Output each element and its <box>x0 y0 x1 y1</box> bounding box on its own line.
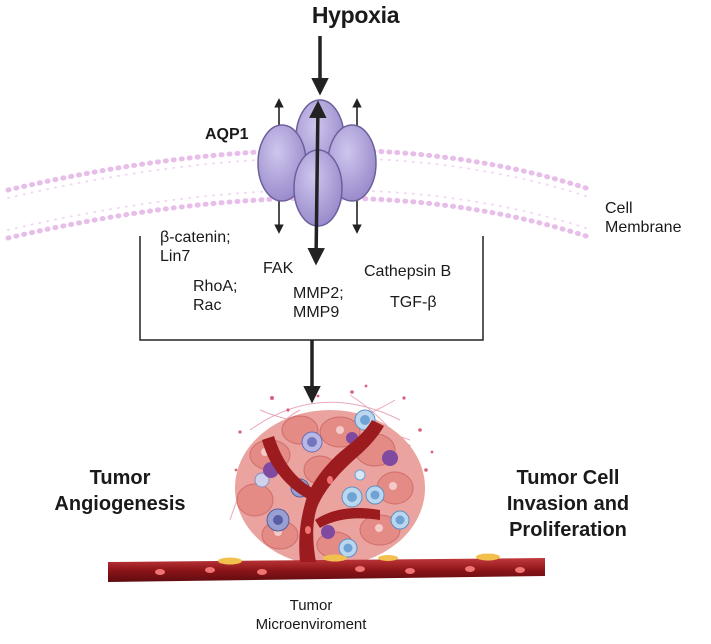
tgf-label: TGF-β <box>390 294 437 311</box>
water-flux-arrow <box>307 100 327 266</box>
rhoa-line1: RhoA; <box>193 278 238 295</box>
fak-label: FAK <box>263 260 294 277</box>
microenvironment-line1: Tumor <box>289 597 333 614</box>
rhoa-label: RhoA; Rac <box>193 277 237 315</box>
membrane-label: Cell Membrane <box>605 199 681 237</box>
angiogenesis-label: Tumor Angiogenesis <box>40 465 200 517</box>
aqp1-label: AQP1 <box>205 126 249 143</box>
bcatenin-label: β-catenin; Lin7 <box>160 228 231 266</box>
bcatenin-line1: β-catenin; <box>160 229 231 246</box>
invasion-line3: Proliferation <box>509 519 627 541</box>
invasion-line2: Invasion and <box>506 493 630 515</box>
invasion-line1: Tumor Cell <box>516 467 620 489</box>
cathepsin-label: Cathepsin B <box>364 263 452 280</box>
rhoa-line2: Rac <box>193 297 222 314</box>
angiogenesis-line1: Tumor <box>89 467 151 489</box>
bcatenin-line2: Lin7 <box>160 248 191 265</box>
mmp-line1: MMP2; <box>293 285 344 302</box>
microenvironment-line2: Microenviroment <box>255 616 367 633</box>
membrane-label-line2: Membrane <box>605 219 682 236</box>
invasion-label: Tumor Cell Invasion and Proliferation <box>488 465 648 543</box>
blood-vessel-icon <box>108 420 545 582</box>
hypoxia-title: Hypoxia <box>311 2 400 28</box>
microenvironment-label: Tumor Microenviroment <box>226 596 396 634</box>
angiogenesis-line2: Angiogenesis <box>54 493 186 515</box>
membrane-label-line1: Cell <box>605 200 633 217</box>
mmp-label: MMP2; MMP9 <box>293 284 344 322</box>
mmp-line2: MMP9 <box>293 304 340 321</box>
